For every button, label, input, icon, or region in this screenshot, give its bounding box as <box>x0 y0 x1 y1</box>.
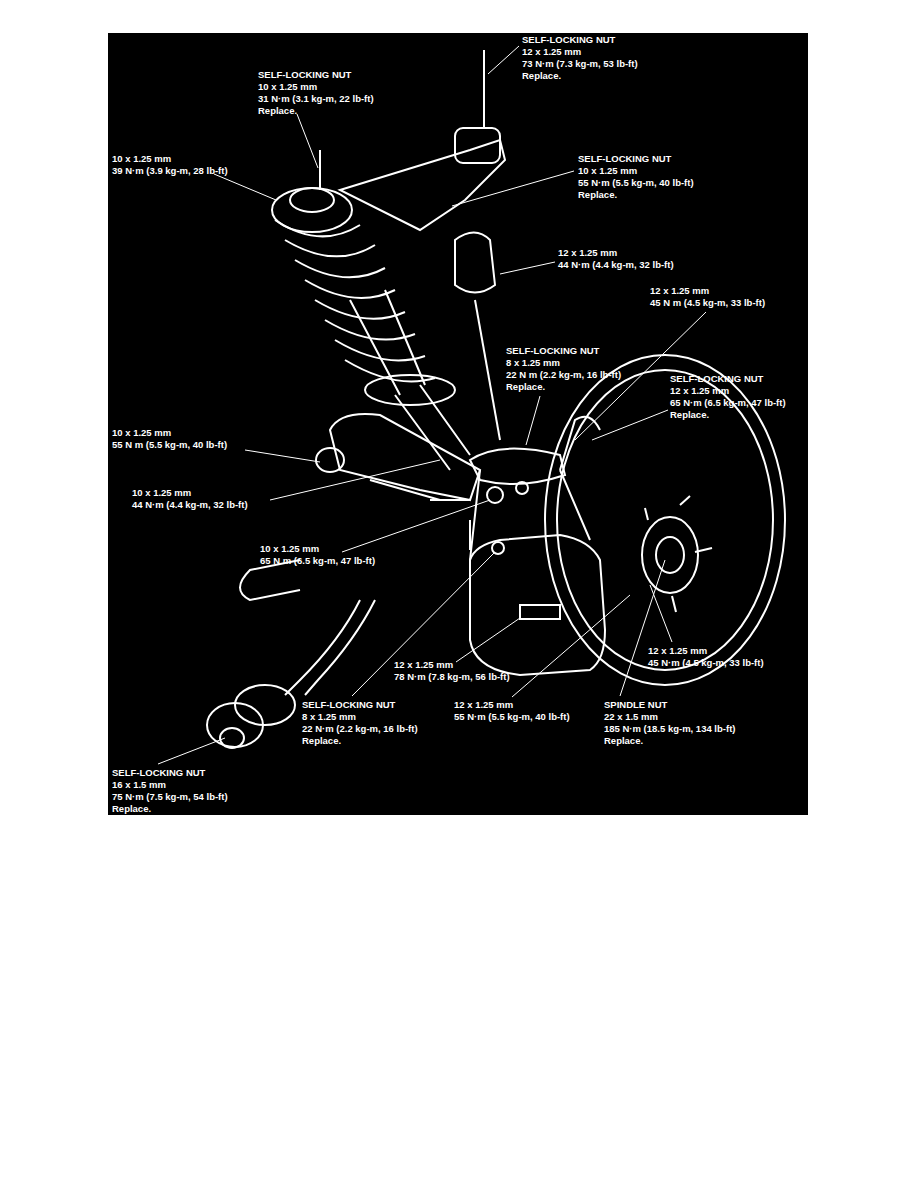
torque-label: 78 N·m (7.8 kg-m, 56 lb-ft) <box>394 671 510 683</box>
torque-label: 12 x 1.25 mm <box>558 247 617 259</box>
torque-label: 10 x 1.25 mm <box>132 487 191 499</box>
torque-label: 10 x 1.25 mm <box>112 427 171 439</box>
torque-label: 22 N·m (2.2 kg-m, 16 lb-ft) <box>302 723 418 735</box>
torque-label: 44 N·m (4.4 kg-m, 32 lb-ft) <box>558 259 674 271</box>
torque-label: 10 x 1.25 mm <box>112 153 171 165</box>
torque-label: 10 x 1.25 mm <box>260 543 319 555</box>
torque-label: Replace. <box>258 105 297 117</box>
torque-label: SELF-LOCKING NUT <box>302 699 395 711</box>
torque-label: 31 N·m (3.1 kg-m, 22 lb-ft) <box>258 93 374 105</box>
torque-label: 55 N m (5.5 kg-m, 40 lb-ft) <box>112 439 227 451</box>
torque-label: Replace. <box>506 381 545 393</box>
torque-label: 65 N·m (6.5 kg-m, 47 lb-ft) <box>670 397 786 409</box>
torque-label: 12 x 1.25 mm <box>394 659 453 671</box>
torque-label: Replace. <box>578 189 617 201</box>
torque-label: 8 x 1.25 mm <box>302 711 356 723</box>
torque-label: 8 x 1.25 mm <box>506 357 560 369</box>
torque-label: SELF-LOCKING NUT <box>670 373 763 385</box>
torque-label: Replace. <box>670 409 709 421</box>
torque-label: 39 N·m (3.9 kg-m, 28 lb-ft) <box>112 165 228 177</box>
torque-label: 12 x 1.25 mm <box>522 46 581 58</box>
torque-label: SELF-LOCKING NUT <box>258 69 351 81</box>
torque-label: Replace. <box>604 735 643 747</box>
torque-label: 44 N·m (4.4 kg-m, 32 lb-ft) <box>132 499 248 511</box>
torque-label: 75 N·m (7.5 kg-m, 54 lb-ft) <box>112 791 228 803</box>
torque-label: 65 N m (6.5 kg-m, 47 lb-ft) <box>260 555 375 567</box>
torque-label: 10 x 1.25 mm <box>578 165 637 177</box>
leader-lines <box>158 46 706 764</box>
torque-label: 12 x 1.25 mm <box>648 645 707 657</box>
torque-label: Replace. <box>522 70 561 82</box>
torque-label: 12 x 1.25 mm <box>650 285 709 297</box>
torque-label: 55 N·m (5.5 kg-m, 40 lb-ft) <box>454 711 570 723</box>
torque-label: SELF-LOCKING NUT <box>506 345 599 357</box>
torque-label: 16 x 1.5 mm <box>112 779 166 791</box>
torque-label: 12 x 1.25 mm <box>454 699 513 711</box>
torque-label: Replace. <box>112 803 151 815</box>
black-panel <box>108 33 808 815</box>
torque-label: SPINDLE NUT <box>604 699 667 711</box>
torque-label: 45 N m (4.5 kg-m, 33 lb-ft) <box>650 297 765 309</box>
torque-label: 73 N·m (7.3 kg-m, 53 lb-ft) <box>522 58 638 70</box>
torque-label: 55 N·m (5.5 kg-m, 40 lb-ft) <box>578 177 694 189</box>
suspension-drawing <box>207 50 785 748</box>
torque-label: Replace. <box>302 735 341 747</box>
torque-label: 12 x 1.25 mm <box>670 385 729 397</box>
torque-label: SELF-LOCKING NUT <box>112 767 205 779</box>
torque-label: 10 x 1.25 mm <box>258 81 317 93</box>
torque-label: SELF-LOCKING NUT <box>578 153 671 165</box>
torque-label: 185 N·m (18.5 kg-m, 134 lb-ft) <box>604 723 735 735</box>
torque-label: SELF-LOCKING NUT <box>522 34 615 46</box>
torque-label: 22 N m (2.2 kg-m, 16 lb-ft) <box>506 369 621 381</box>
torque-label: 22 x 1.5 mm <box>604 711 658 723</box>
torque-label: 45 N·m (4.5 kg-m, 33 lb-ft) <box>648 657 764 669</box>
